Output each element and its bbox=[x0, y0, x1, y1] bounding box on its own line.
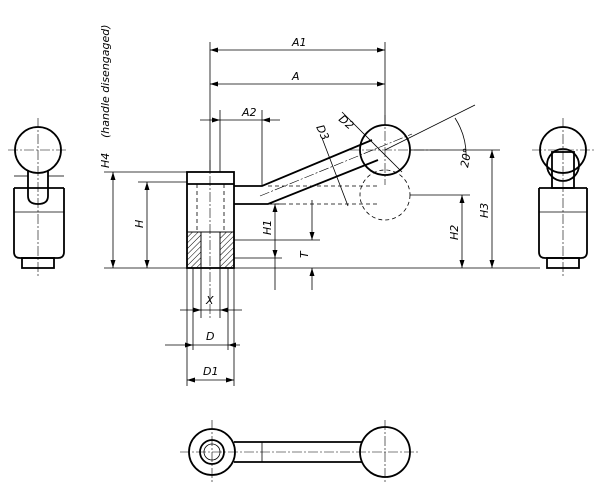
dim-d: D bbox=[206, 330, 214, 343]
dim-h3: H3 bbox=[478, 203, 491, 218]
dim-h4: H4 bbox=[99, 153, 112, 168]
dim-a1: A1 bbox=[291, 36, 307, 49]
dim-h: H bbox=[133, 220, 146, 228]
dim-a2: A2 bbox=[241, 106, 257, 119]
dim-h2: H2 bbox=[448, 225, 461, 240]
dim-t: T bbox=[298, 250, 311, 258]
dim-x: X bbox=[205, 294, 214, 307]
dimensions: A1 A A2 D2 D3 H4 (handle disengaged) H bbox=[99, 24, 540, 386]
dim-h1: H1 bbox=[261, 220, 274, 235]
left-side-view bbox=[8, 118, 68, 278]
dim-d2: D2 bbox=[336, 112, 356, 132]
dim-d3: D3 bbox=[313, 123, 331, 143]
right-side-view bbox=[532, 118, 594, 278]
dim-d1: D1 bbox=[203, 365, 218, 378]
top-view bbox=[180, 420, 420, 484]
dim-h4-note: (handle disengaged) bbox=[99, 24, 112, 138]
dim-a: A bbox=[291, 70, 300, 83]
angle-label: 20° bbox=[458, 147, 474, 168]
front-view: 20° bbox=[186, 104, 476, 320]
